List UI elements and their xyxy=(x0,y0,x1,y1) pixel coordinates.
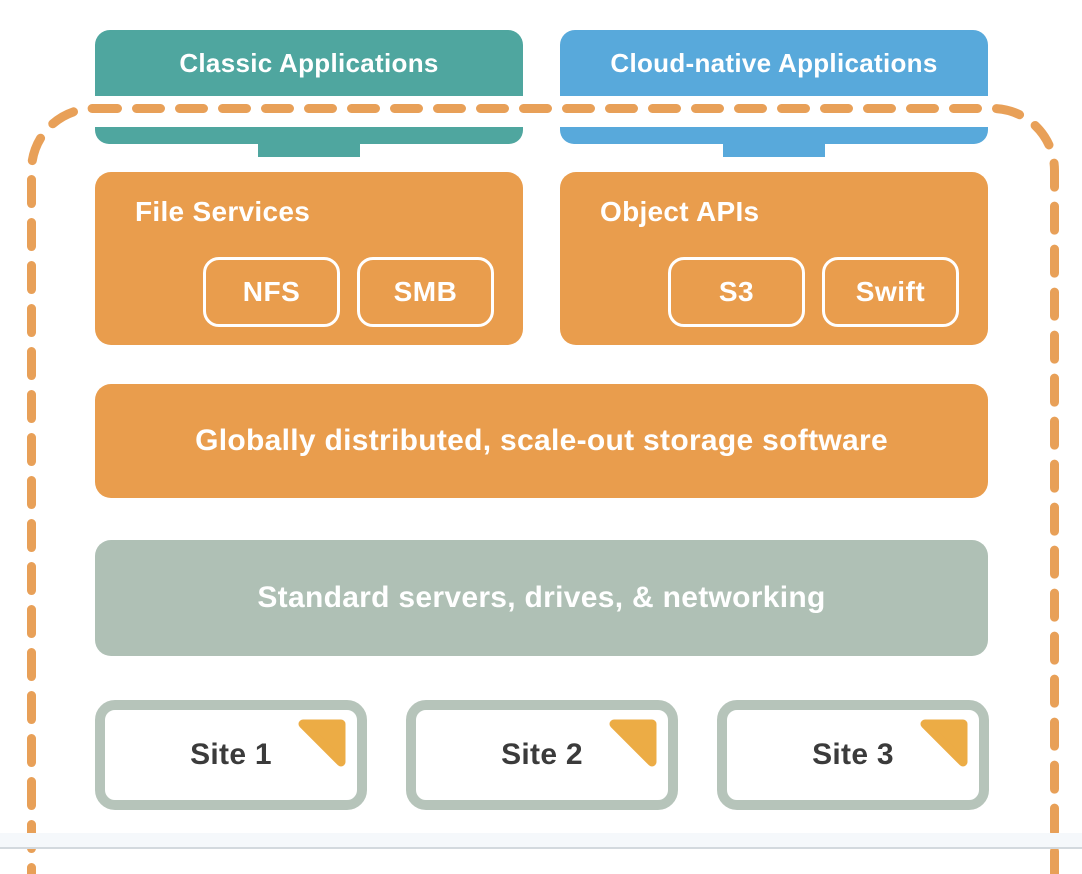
site-2-label: Site 2 xyxy=(501,738,583,771)
s3-label: S3 xyxy=(718,276,755,307)
site-2-box: Site 2 xyxy=(406,700,678,810)
classic-applications-connector xyxy=(95,127,523,144)
folded-corner-icon xyxy=(298,719,346,767)
smb-label: SMB xyxy=(393,276,458,307)
cloud-native-applications-box: Cloud-native Applications xyxy=(560,30,988,96)
site-1-box: Site 1 xyxy=(95,700,367,810)
swift-badge: Swift xyxy=(822,257,959,327)
site-1-label: Site 1 xyxy=(190,738,272,771)
object-apis-box: Object APIs S3 Swift xyxy=(560,172,988,345)
nfs-badge: NFS xyxy=(203,257,340,327)
classic-applications-connector-tab xyxy=(258,143,360,157)
site-3-box: Site 3 xyxy=(717,700,989,810)
object-apis-title: Object APIs xyxy=(600,196,760,227)
storage-software-bar: Globally distributed, scale-out storage … xyxy=(95,384,988,498)
cloud-native-applications-connector-tab xyxy=(723,143,825,157)
folded-corner-icon xyxy=(609,719,657,767)
s3-badge: S3 xyxy=(668,257,805,327)
nfs-label: NFS xyxy=(242,276,301,307)
folded-corner-icon xyxy=(920,719,968,767)
file-services-box: File Services NFS SMB xyxy=(95,172,523,345)
page-bottom-edge xyxy=(0,833,1082,849)
file-services-title: File Services xyxy=(135,196,311,227)
hardware-label: Standard servers, drives, & networking xyxy=(257,581,826,614)
swift-label: Swift xyxy=(855,276,926,307)
cloud-native-applications-connector xyxy=(560,127,988,144)
hardware-bar: Standard servers, drives, & networking xyxy=(95,540,988,656)
cloud-native-applications-label: Cloud-native Applications xyxy=(610,47,938,78)
site-3-label: Site 3 xyxy=(812,738,894,771)
smb-badge: SMB xyxy=(357,257,494,327)
classic-applications-box: Classic Applications xyxy=(95,30,523,96)
classic-applications-label: Classic Applications xyxy=(179,47,439,78)
storage-software-label: Globally distributed, scale-out storage … xyxy=(195,424,888,457)
